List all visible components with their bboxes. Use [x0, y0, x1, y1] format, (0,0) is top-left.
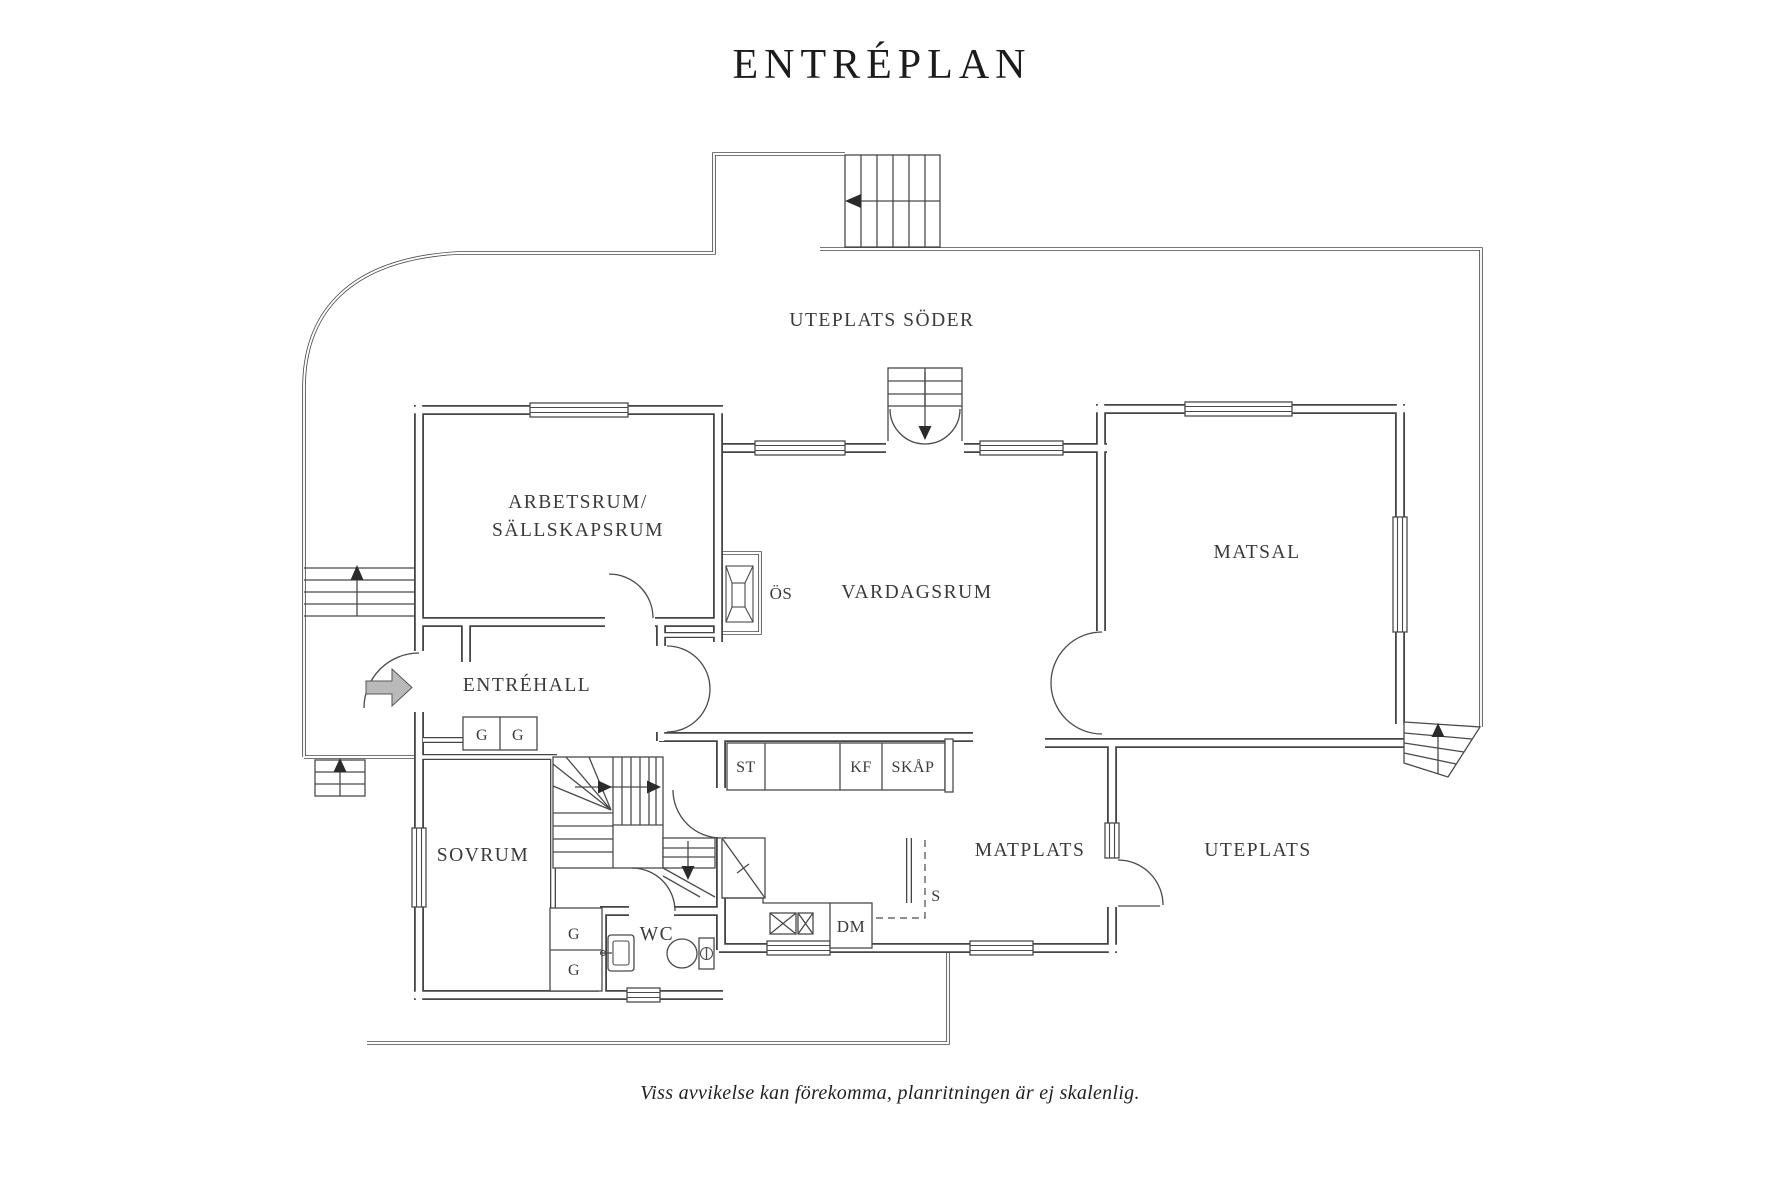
fireplace-icon — [723, 551, 762, 635]
stove-icon — [769, 912, 814, 935]
label-arbetsrum-line1: ARBETSRUM/ — [508, 492, 648, 513]
stair-arrow-right-icon — [647, 780, 661, 794]
label-g1: G — [476, 727, 488, 744]
stairs-interior-main — [552, 756, 664, 869]
window — [1184, 401, 1293, 417]
arbetsrum-door-arc — [608, 573, 654, 619]
stairs-southwest — [314, 758, 366, 797]
closet-entrehall — [462, 716, 538, 751]
swing-door-arc — [666, 645, 711, 690]
wall-openings — [412, 440, 1120, 919]
window — [766, 940, 831, 956]
label-st: ST — [736, 759, 756, 776]
stair-arrow-right-icon — [598, 780, 612, 794]
stair-arrow-down-icon — [681, 866, 695, 880]
stairs-basement — [662, 837, 716, 898]
doors — [363, 573, 1164, 912]
stair-arrow-left-icon — [845, 194, 861, 208]
window — [969, 940, 1034, 956]
pantry-counter — [874, 840, 926, 919]
closet-sovrum — [549, 907, 603, 992]
label-s: S — [931, 888, 940, 905]
stairs-southeast-fan — [1403, 721, 1482, 778]
dishwasher — [829, 902, 873, 949]
window — [626, 987, 661, 1003]
swing-door-arc — [666, 688, 711, 733]
stair-arrow-down-icon — [918, 426, 932, 440]
label-uteplats-soder: UTEPLATS SÖDER — [789, 310, 974, 331]
kitchen-counter — [726, 738, 954, 793]
entry-door-arc — [363, 652, 420, 709]
stair-arrow-up-icon — [333, 758, 347, 772]
window — [411, 827, 427, 908]
label-os: ÖS — [770, 584, 793, 603]
stair-arrow-up-icon — [1431, 723, 1445, 737]
wc-door-arc — [631, 867, 676, 912]
page-title: ENTRÉPLAN — [733, 41, 1032, 88]
disclaimer-text: Viss avvikelse kan förekomma, planritnin… — [640, 1082, 1140, 1104]
label-skap: SKÅP — [892, 758, 935, 776]
label-dm: DM — [837, 917, 865, 936]
window — [754, 440, 846, 456]
window — [979, 440, 1064, 456]
kitchen-cabinet — [721, 837, 830, 904]
label-arbetsrum-line2: SÄLLSKAPSRUM — [492, 520, 664, 541]
uteplats-door-arc — [1117, 859, 1164, 906]
label-g2: G — [512, 727, 524, 744]
entry-door-arc — [924, 408, 961, 445]
window — [1392, 516, 1408, 633]
toilet-icon — [666, 937, 715, 970]
label-g4: G — [568, 962, 580, 979]
sink-icon — [599, 934, 635, 972]
entrance-arrow-icon — [365, 667, 413, 708]
label-entrehall: ENTRÉHALL — [463, 674, 591, 696]
label-matplats: MATPLATS — [975, 840, 1086, 861]
stairs-top-deck — [844, 154, 941, 248]
deck-outline — [302, 152, 1483, 1045]
matsal-double-door-arc — [1050, 682, 1103, 735]
window — [1104, 822, 1120, 859]
label-kf: KF — [850, 759, 871, 776]
entry-door-arc — [889, 408, 926, 445]
kitchen-door-arc — [672, 789, 722, 839]
label-sovrum: SOVRUM — [437, 845, 529, 866]
label-vardagsrum: VARDAGSRUM — [841, 582, 992, 603]
label-uteplats: UTEPLATS — [1204, 840, 1311, 861]
stairs-west-porch — [304, 565, 415, 617]
label-g3: G — [568, 926, 580, 943]
stairs-vardagsrum-entry — [887, 367, 963, 445]
label-matsal: MATSAL — [1213, 542, 1300, 563]
matsal-double-door-arc — [1050, 631, 1103, 684]
label-wc: WC — [640, 924, 674, 945]
windows — [411, 401, 1408, 1003]
stair-arrow-up-icon — [350, 565, 364, 580]
window — [529, 402, 629, 418]
